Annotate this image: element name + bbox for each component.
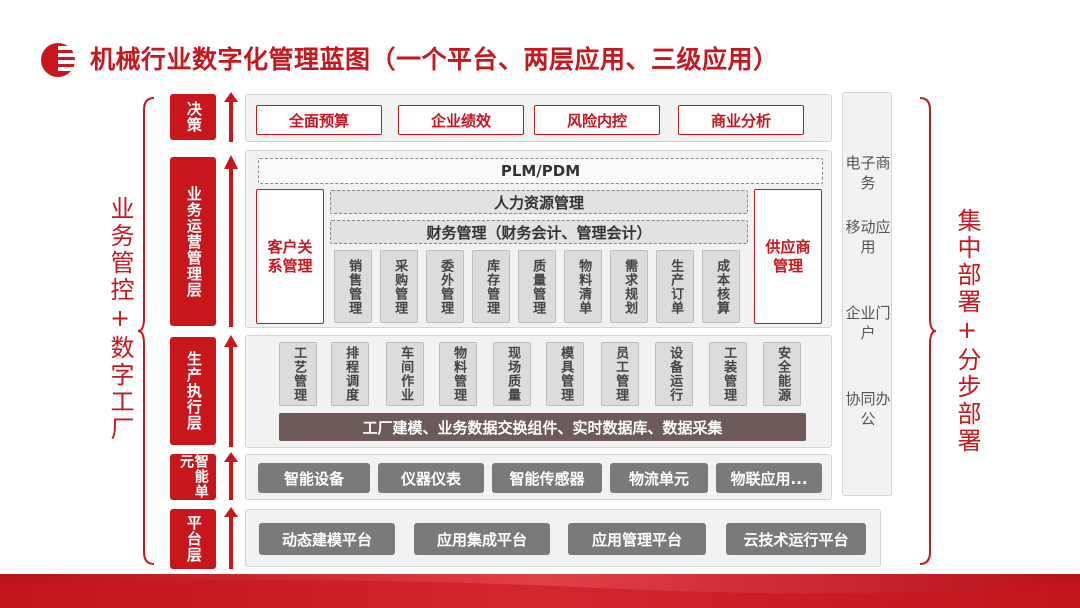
decision-item[interactable]: 全面预算 <box>256 105 382 135</box>
right-app-item[interactable]: 移动应用 <box>845 218 891 256</box>
platform-layer: 动态建模平台 应用集成平台 应用管理平台 云技术运行平台 <box>245 509 881 567</box>
operation-module[interactable]: 质量管理 <box>518 250 556 323</box>
decision-layer: 全面预算 企业绩效 风险内控 商业分析 <box>245 94 832 142</box>
smart-item[interactable]: 仪器仪表 <box>378 463 484 493</box>
production-module[interactable]: 工装管理 <box>709 342 747 406</box>
production-module[interactable]: 排程调度 <box>331 342 369 406</box>
operation-module[interactable]: 生产订单 <box>656 250 694 323</box>
finance-bar[interactable]: 财务管理（财务会计、管理会计） <box>330 220 748 244</box>
right-side-label: 集中部署+分步部署 <box>953 208 981 455</box>
layer-label-smart: 智能单元 <box>170 454 216 500</box>
operation-module[interactable]: 成本核算 <box>702 250 740 323</box>
production-module[interactable]: 工艺管理 <box>279 342 317 406</box>
page-title: 机械行业数字化管理蓝图（一个平台、两层应用、三级应用） <box>90 45 779 74</box>
production-infrastructure-bar[interactable]: 工厂建模、业务数据交换组件、实时数据库、数据采集 <box>279 413 806 441</box>
up-arrow-icon <box>223 335 239 447</box>
production-module[interactable]: 员工管理 <box>601 342 639 406</box>
layer-label-operation: 业务运营管理层 <box>170 157 216 326</box>
crm-box[interactable]: 客户关系管理 <box>256 189 324 324</box>
right-brace-icon <box>919 97 937 565</box>
up-arrow-icon <box>223 507 239 569</box>
production-module[interactable]: 安全能源 <box>763 342 801 406</box>
layer-label-decision: 决策 <box>170 94 216 140</box>
smart-item[interactable]: 智能设备 <box>258 463 370 493</box>
layer-label-production: 生产执行层 <box>170 337 216 445</box>
platform-item[interactable]: 云技术运行平台 <box>726 523 866 555</box>
decision-item[interactable]: 风险内控 <box>534 105 660 135</box>
production-module[interactable]: 模具管理 <box>546 342 584 406</box>
operation-module[interactable]: 销售管理 <box>334 250 372 323</box>
right-apps-column: 电子商务 移动应用 企业门户 协同办公 <box>842 92 892 496</box>
platform-item[interactable]: 应用管理平台 <box>568 523 706 555</box>
decision-item[interactable]: 商业分析 <box>678 105 804 135</box>
right-app-item[interactable]: 企业门户 <box>845 304 891 342</box>
production-module[interactable]: 车间作业 <box>386 342 424 406</box>
production-module[interactable]: 物料管理 <box>439 342 477 406</box>
operation-module[interactable]: 物料清单 <box>564 250 602 323</box>
left-brace-icon <box>137 97 155 565</box>
up-arrow-icon <box>223 452 239 500</box>
operation-module[interactable]: 委外管理 <box>426 250 464 323</box>
production-module[interactable]: 设备运行 <box>655 342 693 406</box>
up-arrow-icon <box>223 155 239 327</box>
decision-item[interactable]: 企业绩效 <box>398 105 524 135</box>
bottom-band <box>0 574 1080 608</box>
operation-module[interactable]: 需求规划 <box>610 250 648 323</box>
platform-item[interactable]: 动态建模平台 <box>259 523 395 555</box>
up-arrow-icon <box>223 92 239 142</box>
smart-item[interactable]: 物流单元 <box>610 463 708 493</box>
left-side-label: 业务管控+数字工厂 <box>106 196 134 443</box>
right-app-item[interactable]: 协同办公 <box>845 390 891 428</box>
scm-box[interactable]: 供应商管理 <box>754 189 822 324</box>
plm-pdm-bar[interactable]: PLM/PDM <box>258 158 823 184</box>
operation-layer: PLM/PDM 客户关系管理 供应商管理 人力资源管理 财务管理（财务会计、管理… <box>245 150 832 328</box>
production-layer: 工艺管理 排程调度 车间作业 物料管理 现场质量 模具管理 员工管理 设备运行 … <box>245 335 832 448</box>
operation-module[interactable]: 库存管理 <box>472 250 510 323</box>
production-module[interactable]: 现场质量 <box>493 342 531 406</box>
smart-layer: 智能设备 仪器仪表 智能传感器 物流单元 物联应用... <box>245 454 832 500</box>
layer-label-platform: 平台层 <box>170 509 216 569</box>
smart-item[interactable]: 物联应用... <box>716 463 822 493</box>
platform-item[interactable]: 应用集成平台 <box>414 523 550 555</box>
logo-icon <box>41 43 76 77</box>
hr-bar[interactable]: 人力资源管理 <box>330 190 748 214</box>
smart-item[interactable]: 智能传感器 <box>492 463 602 493</box>
right-app-item[interactable]: 电子商务 <box>845 154 891 192</box>
operation-module[interactable]: 采购管理 <box>380 250 418 323</box>
